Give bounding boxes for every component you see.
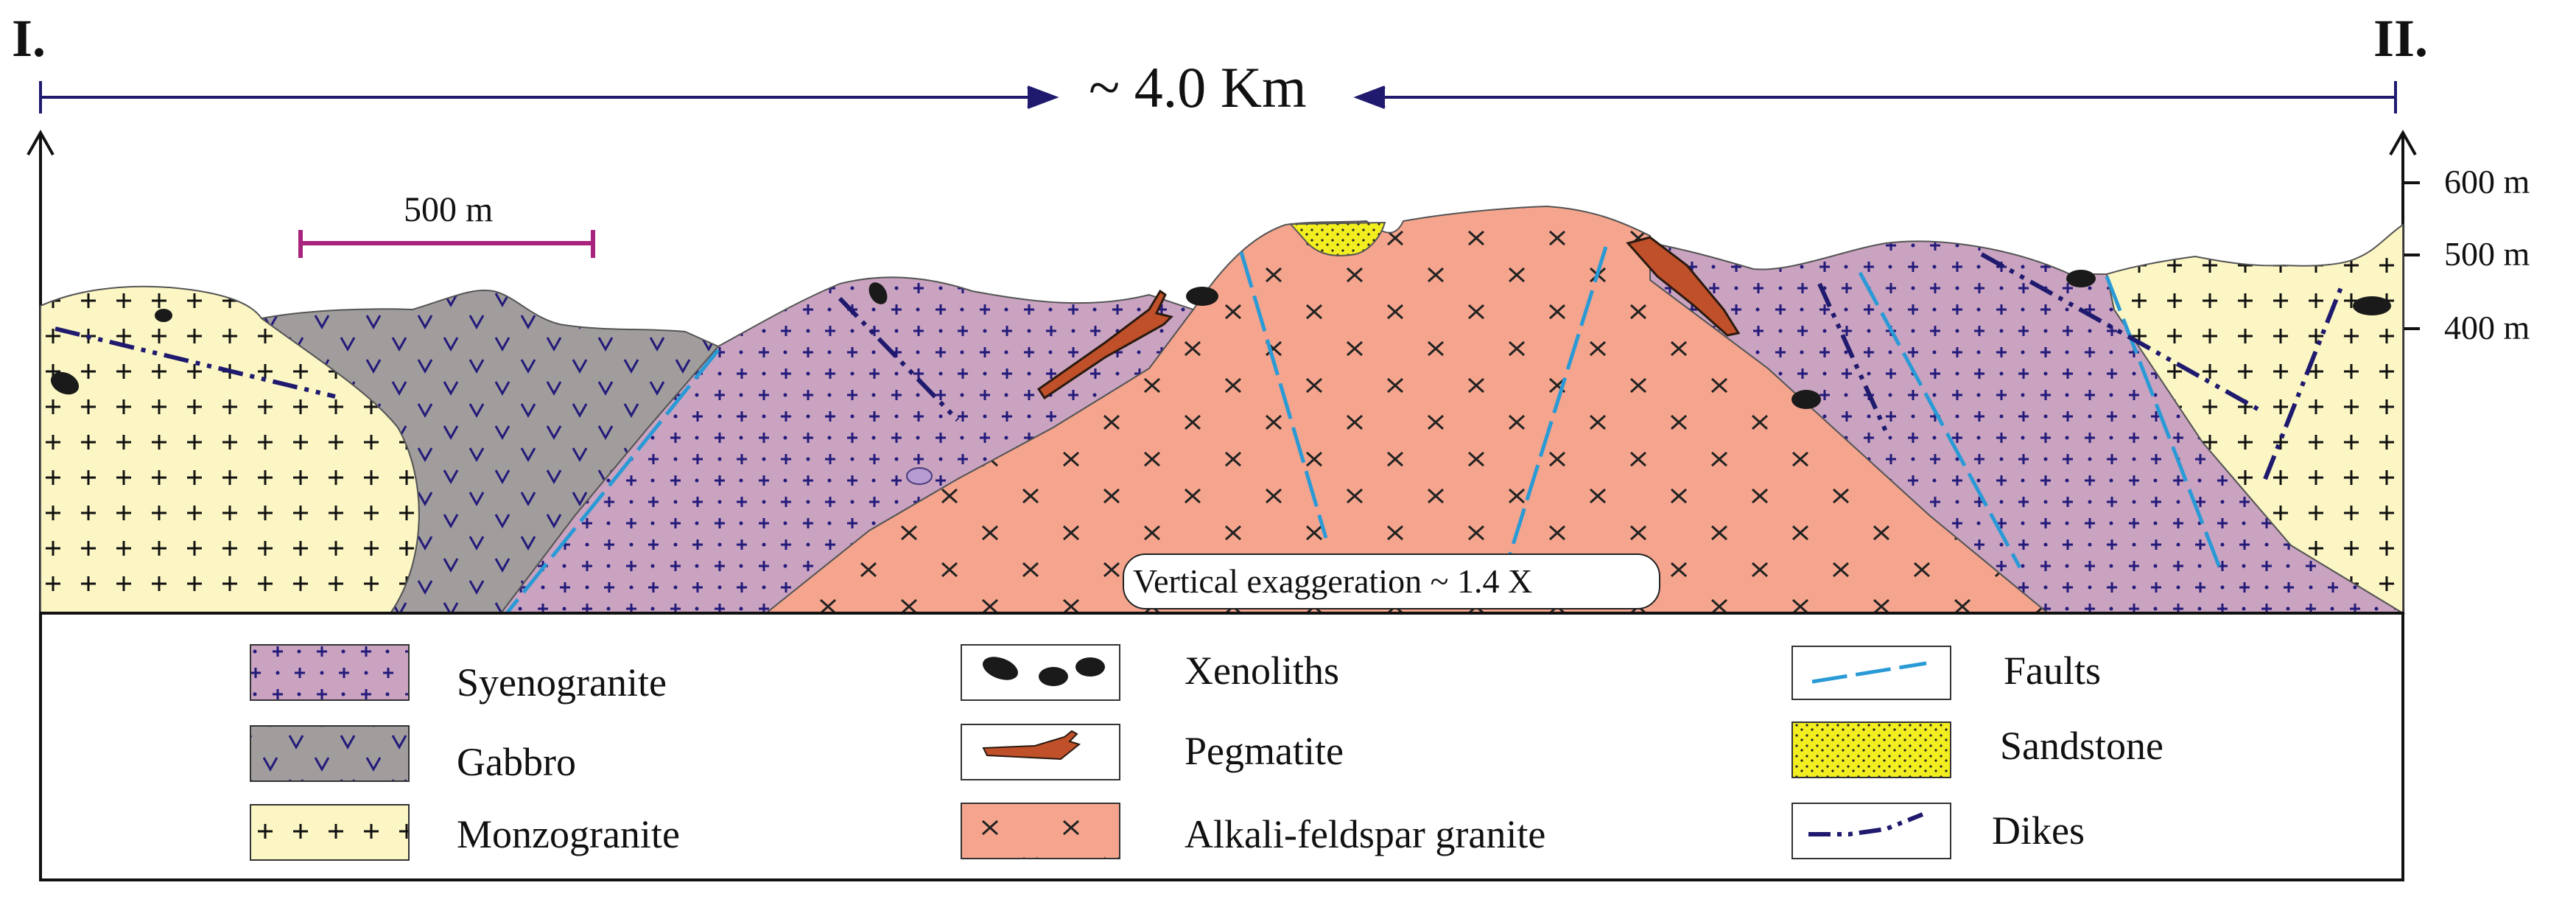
- alkali-feldspar-granite-body: [764, 205, 2050, 614]
- section-end-label: II.: [2373, 9, 2428, 68]
- legend-swatch-faults: [1791, 646, 1951, 700]
- legend-label-xenoliths: Xenoliths: [1185, 649, 1339, 693]
- sandstone-cap: [1288, 221, 1386, 256]
- dike-1: [55, 326, 336, 399]
- pegmatite-2: [1626, 236, 1741, 337]
- dike-3: [1817, 282, 1888, 433]
- fault-3: [1508, 246, 1608, 555]
- legend-label-dikes: Dikes: [1992, 808, 2085, 853]
- xenolith-3: [868, 282, 888, 304]
- dike-lines: [55, 252, 2345, 481]
- legend-swatch-syenogranite: [250, 644, 410, 701]
- legend-swatch-xenoliths: [961, 644, 1120, 701]
- pegmatite-1: [1036, 289, 1173, 400]
- xenolith-6: [2066, 270, 2096, 287]
- legend-label-monzogranite: Monzogranite: [457, 812, 680, 856]
- legend-swatch-dikes: [1791, 803, 1951, 859]
- fault-5: [2105, 276, 2223, 572]
- elevation-tick-600: 600 m: [2444, 163, 2530, 200]
- section-start-label: I.: [12, 9, 46, 68]
- legend-label-gabbro: Gabbro: [457, 740, 576, 784]
- legend-label-sandstone: Sandstone: [2000, 724, 2163, 768]
- legend-swatch-sandstone: [1791, 721, 1951, 778]
- scale-bar-label: 500 m: [404, 190, 493, 229]
- elevation-tick-500: 500 m: [2444, 235, 2530, 273]
- pegmatite-group: [1036, 236, 1741, 400]
- xenolith-group: [50, 270, 2391, 409]
- fault-4: [1858, 271, 2022, 569]
- distance-label: ~ 4.0 Km: [1089, 55, 1307, 119]
- xenolith-5: [1791, 390, 1821, 409]
- legend-swatch-monzogranite: [250, 804, 410, 861]
- fault-2: [1239, 251, 1328, 539]
- exaggeration-box: [1123, 553, 1660, 609]
- xenolith-7: [2353, 296, 2391, 315]
- legend-swatch-gabbro: [250, 725, 410, 782]
- exaggeration-label: Vertical exaggeration ~ 1.4 X: [1133, 562, 1532, 600]
- fault-1: [505, 349, 720, 615]
- distance-arrow: [39, 81, 2397, 113]
- legend-frame: [39, 612, 2404, 881]
- dike-5: [2263, 282, 2345, 481]
- small-xenolith-purple: [906, 467, 933, 485]
- xenolith-4: [1186, 287, 1218, 306]
- legend-label-alkali-feldspar: Alkali-feldspar granite: [1185, 812, 1545, 856]
- xenolith-2: [155, 309, 172, 322]
- elevation-tick-400: 400 m: [2444, 309, 2530, 346]
- monzogranite-body-left: [40, 285, 420, 614]
- syenogranite-body-left: [499, 276, 1195, 614]
- fault-lines: [505, 246, 2223, 615]
- legend-label-syenogranite: Syenogranite: [457, 660, 667, 705]
- dike-4: [1980, 252, 2259, 411]
- scale-bar: [298, 230, 595, 258]
- legend-swatch-pegmatite: [961, 724, 1120, 780]
- xenolith-1: [50, 371, 80, 395]
- legend-swatch-alkali-feldspar: [961, 803, 1120, 859]
- legend-label-faults: Faults: [2004, 649, 2101, 693]
- legend-label-pegmatite: Pegmatite: [1185, 729, 1344, 773]
